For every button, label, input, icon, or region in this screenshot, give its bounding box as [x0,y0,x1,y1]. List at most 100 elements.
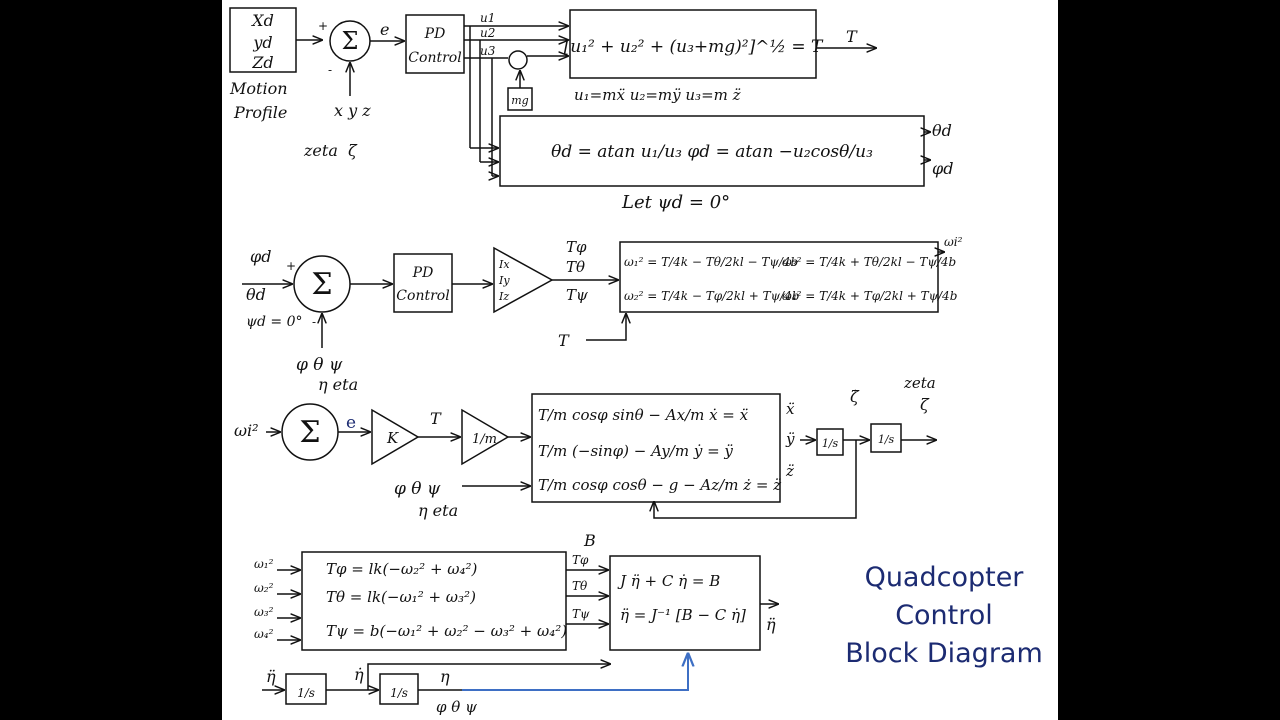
row1-error-label: e [380,20,389,39]
row1-pd-label: PD [424,26,446,42]
tau-psi-label: Tψ [566,286,588,304]
row4-eta-ddot-input: η̈ [266,667,276,686]
xd-label: Xd [250,11,274,30]
phi-d-output: φd [932,159,953,178]
omega2-equation: ω₂² = T/4k − Tφ/2kl + Tψ/4b [624,289,799,303]
row1-xyz-label: x y z [334,101,371,120]
row1-control-label: Control [408,50,461,66]
row1-zeta-symbol: ζ [348,141,358,160]
row1-zeta-word: zeta [303,141,338,160]
rotational-equation-2: η̈ = J⁻¹ [B − C η̇] [620,606,746,624]
motion-profile-label-2: Profile [233,103,287,122]
omega1-input: ω₁² [254,557,274,571]
u2-label: u2 [480,26,495,40]
row4-tau-theta-label: Tθ [572,579,588,593]
omega1-equation: ω₁² = T/4k − Tθ/2kl − Tψ/4b [624,255,798,269]
rotational-equation-1: J η̈ + C η̇ = B [617,572,720,590]
desired-angle-box [499,115,925,187]
row4-integrator-2 [379,673,419,705]
blue-feedback-line [462,654,688,691]
x-accel-label: ẍ [786,400,795,418]
title-line-1: Quadcopter [864,562,1024,593]
y-accel-label: ÿ [785,430,795,448]
row3-zeta-symbol: ζ [920,395,930,414]
row3-omega-input: ωi² [234,421,259,440]
phi-d-input: φd [250,247,271,266]
row1-minus-sign: - [328,63,332,77]
row1-mg-sum [508,50,528,70]
tau-theta-equation: Tθ = lk(−ω₁² + ω₃²) [326,588,476,606]
row3-thrust-label: T [430,409,442,428]
row3-integrator-1-label: 1/s [822,437,839,450]
z-accel-label: z̈ [785,462,794,480]
row4-integrator-1-label: 1/s [297,686,315,700]
omega2-input: ω₂² [254,581,274,595]
row3-zeta-word: zeta [903,374,936,392]
rotational-dynamics-box [609,555,761,651]
u-definitions: u₁=mẍ u₂=mÿ u₃=m z̈ [574,86,741,104]
zd-label: Zd [251,53,273,72]
row2-eta-label: η eta [318,375,358,394]
row4-integrator-2-label: 1/s [390,686,408,700]
title-line-2: Control [895,600,993,631]
row3-angles-input: φ θ ψ [394,479,441,499]
k-gain-label: K [386,429,399,447]
tau-theta-label: Tθ [566,258,585,276]
ix-label: Ix [498,258,510,271]
y-dynamics-equation: T/m (−sinφ) − Ay/m ẏ = ÿ [538,442,733,460]
k-gain-triangle [371,408,420,466]
row2-pd-control-box [393,253,453,313]
row4-eta-dot-label: η̇ [354,665,364,684]
psi-d-input: ψd = 0° [246,314,302,330]
inverse-mass-label: 1/m [472,432,497,447]
row4-eta-ddot-output: η̈ [766,615,776,634]
mg-label: mg [511,94,528,107]
row3-eta-label: η eta [418,501,458,520]
tau-phi-equation: Tφ = lk(−ω₂² + ω₄²) [326,560,478,578]
omega3-equation: ω₃² = T/4k + Tθ/2kl − Tψ/4b [782,255,956,269]
angle-equations: θd = atan u₁/u₃ φd = atan −u₂cosθ/u₃ [551,142,873,162]
omega3-input: ω₃² [254,605,274,619]
row3-integrator-2-label: 1/s [878,433,895,446]
row3-error-label: e [346,413,356,433]
row2-control-label: Control [396,288,449,304]
omega4-equation: ω₄² = T/4k + Tφ/2kl + Tψ/4b [782,289,957,303]
torque-equation-box [301,551,567,651]
x-dynamics-equation: T/m cosφ sinθ − Ax/m ẋ = ẍ [538,406,749,424]
thrust-output-label: T [846,27,858,46]
block-diagram-canvas: Xd yd Zd Motion Profile + - Σ e x y z ze… [229,7,963,716]
row4-tau-psi-label: Tψ [572,607,590,621]
row3-integrator-2 [870,423,902,453]
motion-profile-label-1: Motion [229,79,288,98]
motor-speed-equation-box [619,241,939,313]
row4-angles-label: φ θ ψ [436,698,477,716]
title-line-3: Block Diagram [845,638,1043,669]
thrust-equation: [u₁² + u₂² + (u₃+mg)²]^½ = T [564,37,824,57]
u3-label: u3 [480,44,496,58]
row2-sigma: Σ [311,267,332,302]
row3-sigma: Σ [299,415,320,450]
row1-plus-sign: + [318,19,328,33]
row2-omega-output: ωi² [944,235,963,249]
row2-plus-sign: + [286,259,296,273]
row1-sigma: Σ [342,27,359,55]
z-dynamics-equation: T/m cosφ cosθ − g − Az/m ż = z̈ [538,476,782,494]
row4-tau-phi-label: Tφ [572,553,589,567]
row2-angles-feedback: φ θ ψ [296,355,343,375]
iy-label: Iy [498,274,510,287]
row2-minus-sign: - [312,315,316,329]
row4-eta-label: η [440,667,450,686]
b-label: B [583,531,596,550]
yd-label: yd [252,33,272,52]
thrust-equation-box [569,9,817,79]
tau-phi-label: Tφ [566,238,587,256]
u1-label: u1 [480,11,495,25]
row1-pd-control-box [405,14,465,74]
omega4-input: ω₄² [254,627,274,641]
psi-note: Let ψd = 0° [621,192,730,213]
row2-thrust-input: T [558,331,570,350]
row4-integrator-1 [285,673,327,705]
inverse-mass-gain-triangle [461,408,510,466]
row2-pd-label: PD [412,265,434,281]
inertia-gain-triangle [493,246,554,314]
